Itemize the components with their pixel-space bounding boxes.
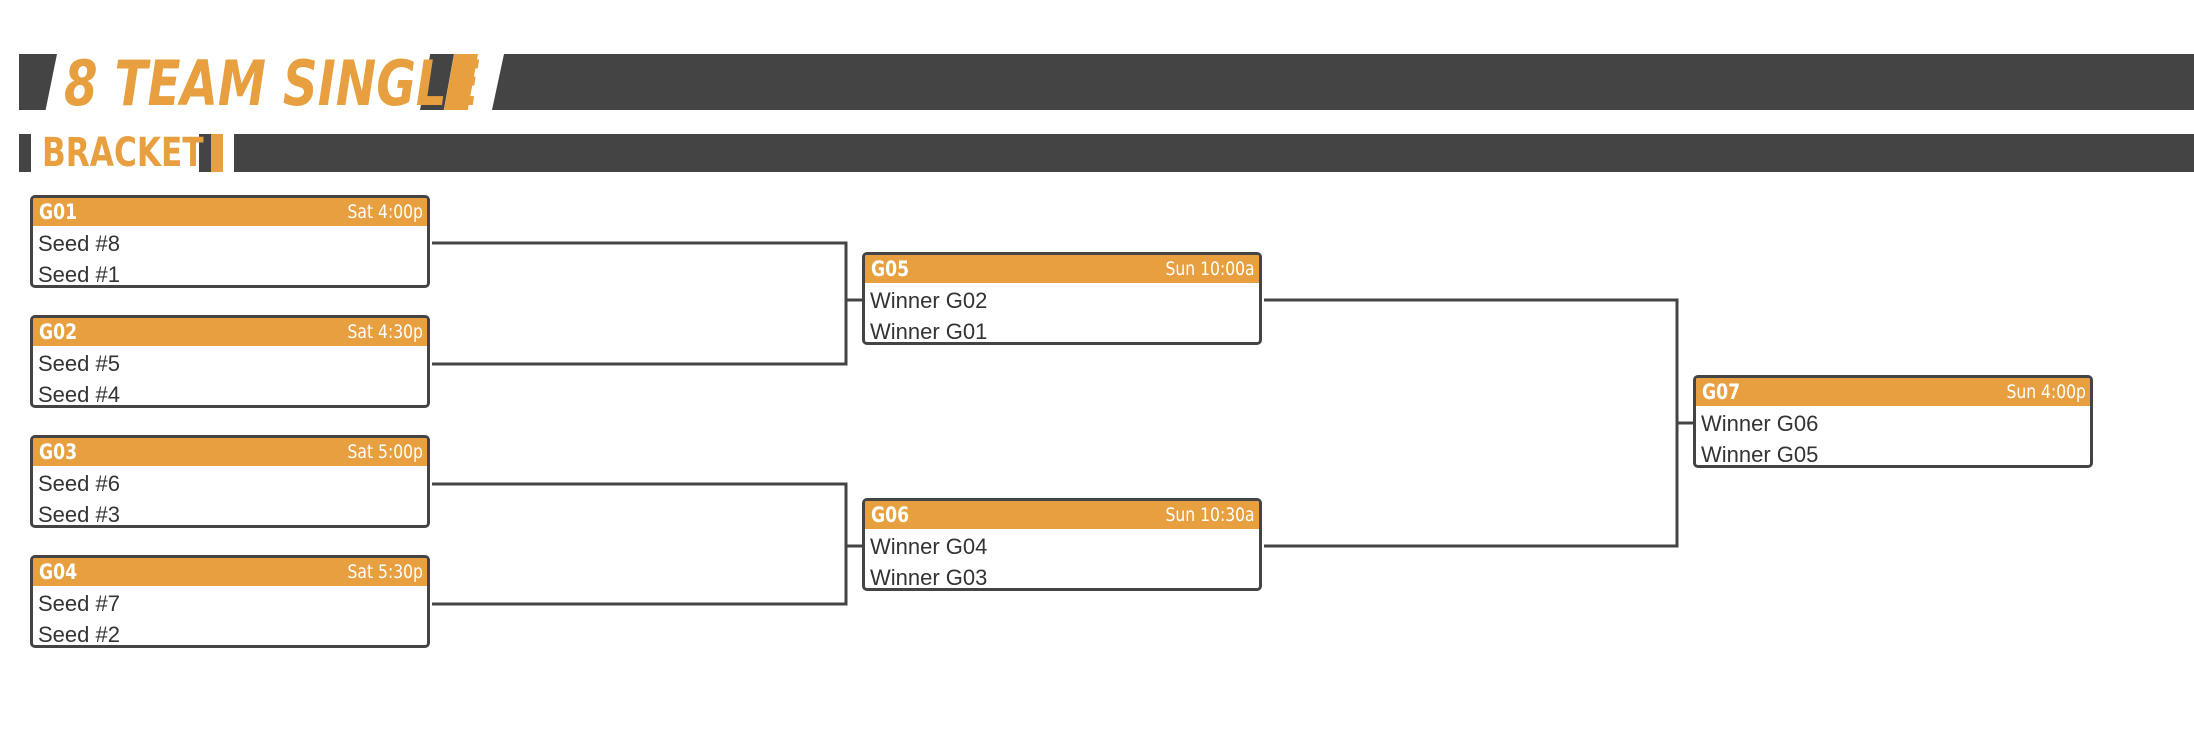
game-header: G05 Sun 10:00a bbox=[865, 255, 1259, 285]
banner-accent-dark-2 bbox=[199, 134, 211, 172]
team-slot[interactable]: Seed #3 bbox=[38, 502, 120, 527]
team-slot[interactable]: Seed #4 bbox=[38, 382, 120, 407]
game-id: G05 bbox=[871, 257, 910, 281]
game-box-g02[interactable]: G02 Sat 4:30p Seed #5 Seed #4 bbox=[30, 315, 430, 408]
game-box-g05[interactable]: G05 Sun 10:00a Winner G02 Winner G01 bbox=[862, 252, 1262, 345]
game-id: G04 bbox=[39, 560, 78, 584]
team-slot[interactable]: Winner G02 bbox=[870, 288, 988, 313]
game-id: G03 bbox=[39, 440, 78, 464]
banner-accent-orange-2 bbox=[211, 134, 223, 172]
game-time: Sat 5:00p bbox=[347, 441, 423, 463]
game-header: G07 Sun 4:00p bbox=[1696, 378, 2090, 408]
game-header: G06 Sun 10:30a bbox=[865, 501, 1259, 531]
team-slot[interactable]: Seed #7 bbox=[38, 591, 120, 616]
game-id: G06 bbox=[871, 503, 910, 527]
game-box-g03[interactable]: G03 Sat 5:00p Seed #6 Seed #3 bbox=[30, 435, 430, 528]
team-slot[interactable]: Winner G01 bbox=[870, 319, 988, 344]
game-time: Sun 10:00a bbox=[1165, 258, 1255, 280]
connector-g05-g07 bbox=[1264, 298, 1679, 548]
game-box-g06[interactable]: G06 Sun 10:30a Winner G04 Winner G03 bbox=[862, 498, 1262, 591]
game-header: G04 Sat 5:30p bbox=[33, 558, 427, 588]
team-slot[interactable]: Seed #2 bbox=[38, 622, 120, 647]
banner-right-bar bbox=[492, 54, 2194, 110]
team-slot[interactable]: Seed #5 bbox=[38, 351, 120, 376]
team-slot[interactable]: Seed #8 bbox=[38, 231, 120, 256]
game-id: G07 bbox=[1702, 380, 1741, 404]
team-slot[interactable]: Winner G06 bbox=[1701, 411, 1819, 436]
game-box-g01[interactable]: G01 Sat 4:00p Seed #8 Seed #1 bbox=[30, 195, 430, 288]
game-time: Sun 10:30a bbox=[1165, 504, 1255, 526]
bracket-title: 8 TEAM SINGLE bbox=[64, 47, 480, 120]
game-time: Sat 4:00p bbox=[347, 201, 423, 223]
connector-g01-g05 bbox=[432, 241, 848, 366]
team-slot[interactable]: Seed #1 bbox=[38, 262, 120, 287]
game-time: Sat 5:30p bbox=[347, 561, 423, 583]
connector-g03-g06 bbox=[432, 482, 848, 606]
game-box-g04[interactable]: G04 Sat 5:30p Seed #7 Seed #2 bbox=[30, 555, 430, 648]
bracket-subtitle: BRACKET bbox=[42, 130, 204, 176]
team-slot[interactable]: Winner G04 bbox=[870, 534, 988, 559]
game-box-g07[interactable]: G07 Sun 4:00p Winner G06 Winner G05 bbox=[1693, 375, 2093, 468]
game-time: Sat 4:30p bbox=[347, 321, 423, 343]
game-id: G02 bbox=[39, 320, 78, 344]
game-header: G02 Sat 4:30p bbox=[33, 318, 427, 348]
team-slot[interactable]: Winner G03 bbox=[870, 565, 988, 590]
game-id: G01 bbox=[39, 200, 78, 224]
banner-right-bar-2 bbox=[234, 134, 2194, 172]
banner-left-block-2 bbox=[19, 134, 31, 172]
game-header: G03 Sat 5:00p bbox=[33, 438, 427, 468]
game-header: G01 Sat 4:00p bbox=[33, 198, 427, 228]
team-slot[interactable]: Winner G05 bbox=[1701, 442, 1819, 467]
game-time: Sun 4:00p bbox=[2006, 381, 2086, 403]
team-slot[interactable]: Seed #6 bbox=[38, 471, 120, 496]
